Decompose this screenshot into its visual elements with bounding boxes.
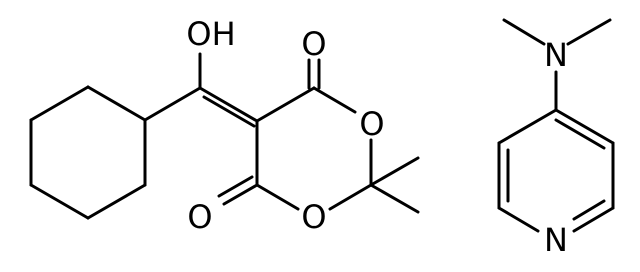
bond	[29, 85, 90, 122]
bond	[86, 85, 147, 122]
bond	[217, 175, 254, 198]
bond-methyl	[369, 156, 420, 187]
bond	[572, 206, 615, 233]
bond-methyl	[566, 18, 612, 46]
double-bond-carbonyl-top	[307, 58, 321, 90]
bond	[255, 183, 300, 211]
bond	[554, 108, 615, 145]
bond	[497, 108, 558, 145]
bond	[328, 183, 373, 211]
bond-inner	[554, 118, 606, 150]
bond-methyl	[502, 18, 546, 46]
bond	[222, 183, 259, 206]
molecule-right: N N	[497, 18, 615, 259]
oxygen-label-bottom: O	[187, 198, 212, 236]
double-bond-carbonyl-bottom	[217, 175, 259, 206]
bond	[143, 86, 202, 122]
bond	[29, 183, 90, 220]
bond-inner	[572, 199, 606, 221]
nitrogen-label-amine: N	[544, 36, 568, 74]
bond	[497, 206, 540, 233]
cyclohexane-ring	[29, 85, 147, 220]
hydroxyl-label: OH	[186, 15, 235, 53]
bond	[312, 86, 357, 114]
bond	[86, 183, 147, 220]
bond	[255, 86, 316, 123]
molecule-left: OH O O O O	[29, 15, 420, 236]
dioxanedione-ring	[255, 86, 373, 211]
pyridine-ring	[497, 108, 615, 233]
bond	[198, 86, 259, 123]
oxygen-label-top: O	[301, 25, 326, 63]
oxygen-label-ring-right: O	[359, 105, 384, 143]
nitrogen-label-ring: N	[544, 221, 568, 259]
oxygen-label-ring-bottom: O	[301, 198, 326, 236]
bond	[202, 95, 256, 128]
bond-methyl	[369, 183, 420, 214]
double-bond-exocyclic	[198, 86, 259, 128]
